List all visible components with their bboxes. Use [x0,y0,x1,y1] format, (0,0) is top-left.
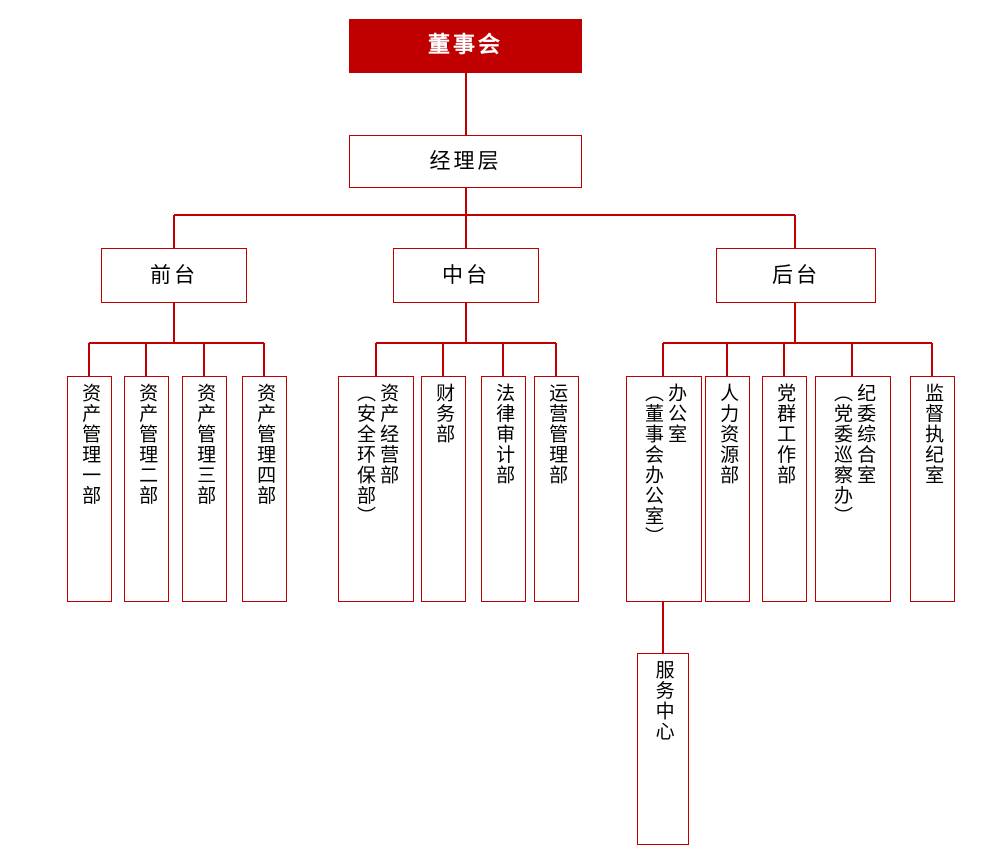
node-dept-finance[interactable]: 财务部 [421,376,466,602]
node-label: 监督执纪室 [922,383,945,486]
node-label: 党群工作部 [774,383,797,486]
node-dept-asset-management-2[interactable]: 资产管理二部 [124,376,169,602]
node-label: 资产管理二部 [136,383,159,506]
node-dept-asset-management-1[interactable]: 资产管理一部 [67,376,112,602]
node-label: 董事会 [427,32,503,58]
node-label: 资产管理一部 [79,383,102,506]
node-label: 前台 [150,262,198,287]
node-label: 法律审计部 [493,383,516,486]
node-group-back-office[interactable]: 后台 [716,248,876,303]
node-group-front-office[interactable]: 前台 [101,248,247,303]
node-dept-asset-management-3[interactable]: 资产管理三部 [182,376,227,602]
node-board-of-directors[interactable]: 董事会 [349,19,582,73]
node-dept-general-office[interactable]: 办公室 （董事会办公室） [626,376,702,602]
node-unit-service-center[interactable]: 服务中心 [637,653,689,845]
node-dept-operations-management[interactable]: 运营管理部 [534,376,579,602]
node-group-middle-office[interactable]: 中台 [393,248,539,303]
node-dept-asset-operations[interactable]: 资产经营部 （安全环保部） [338,376,414,602]
node-label: 中台 [442,262,490,287]
node-dept-discipline-general-office[interactable]: 纪委综合室 （党委巡察办） [815,376,891,602]
node-label: 后台 [772,262,820,287]
node-dept-asset-management-4[interactable]: 资产管理四部 [242,376,287,602]
node-management-layer[interactable]: 经理层 [349,135,582,188]
node-label: 资产管理四部 [254,383,277,506]
node-label: 运营管理部 [546,383,569,486]
node-label: 经理层 [429,148,502,173]
node-dept-human-resources[interactable]: 人力资源部 [705,376,750,602]
node-dept-party-work[interactable]: 党群工作部 [762,376,807,602]
node-label: 办公室 （董事会办公室） [642,383,688,547]
node-label: 纪委综合室 （党委巡察办） [831,383,877,527]
node-label: 财务部 [433,383,456,445]
node-dept-supervision-discipline[interactable]: 监督执纪室 [910,376,955,602]
node-label: 服务中心 [652,660,675,742]
node-label: 资产经营部 （安全环保部） [354,383,400,527]
node-dept-legal-audit[interactable]: 法律审计部 [481,376,526,602]
node-label: 资产管理三部 [194,383,217,506]
node-label: 人力资源部 [717,383,740,486]
